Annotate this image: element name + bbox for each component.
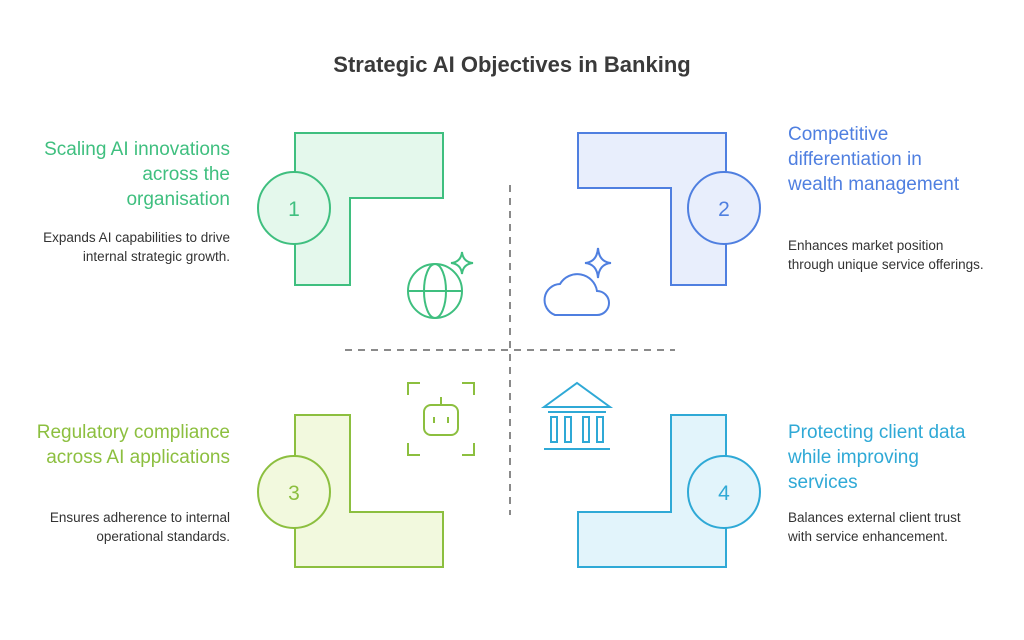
- page-title: Strategic AI Objectives in Banking: [333, 52, 691, 77]
- quadrant-4-number: 4: [718, 482, 730, 505]
- quadrant-3-description: Ensures adherence to internal operationa…: [49, 510, 230, 544]
- quadrant-3-badge: [257, 455, 331, 529]
- quadrant-1-badge: [257, 171, 331, 245]
- quadrant-3-heading: Regulatory compliance across AI applicat…: [36, 422, 230, 468]
- globe-sparkle-icon: [407, 251, 474, 319]
- quadrant-2-number: 2: [718, 198, 730, 221]
- quadrant-4-description: Balances external client trust with serv…: [788, 510, 961, 544]
- quadrant-1-shape: [294, 132, 444, 286]
- quadrant-1-description: Expands AI capabilities to drive interna…: [43, 230, 230, 264]
- quadrant-4-shape: [577, 414, 727, 568]
- quadrant-2-description: Enhances market position through unique …: [788, 238, 984, 272]
- quadrant-3-shape: [294, 414, 444, 568]
- quadrant-2-heading: Competitive differentiation in wealth ma…: [788, 124, 960, 195]
- cloud-sparkle-icon: [543, 247, 612, 316]
- quadrant-1-heading: Scaling AI innovations across the organi…: [44, 139, 230, 210]
- quadrant-3-number: 3: [288, 482, 300, 505]
- quadrant-4-heading: Protecting client data while improving s…: [788, 422, 966, 493]
- quadrant-1-number: 1: [288, 198, 300, 221]
- robot-scan-icon: [407, 382, 475, 456]
- quadrant-4-badge: [687, 455, 761, 529]
- bank-icon: [540, 381, 614, 450]
- quadrant-2-badge: [687, 171, 761, 245]
- quadrant-2-shape: [577, 132, 727, 286]
